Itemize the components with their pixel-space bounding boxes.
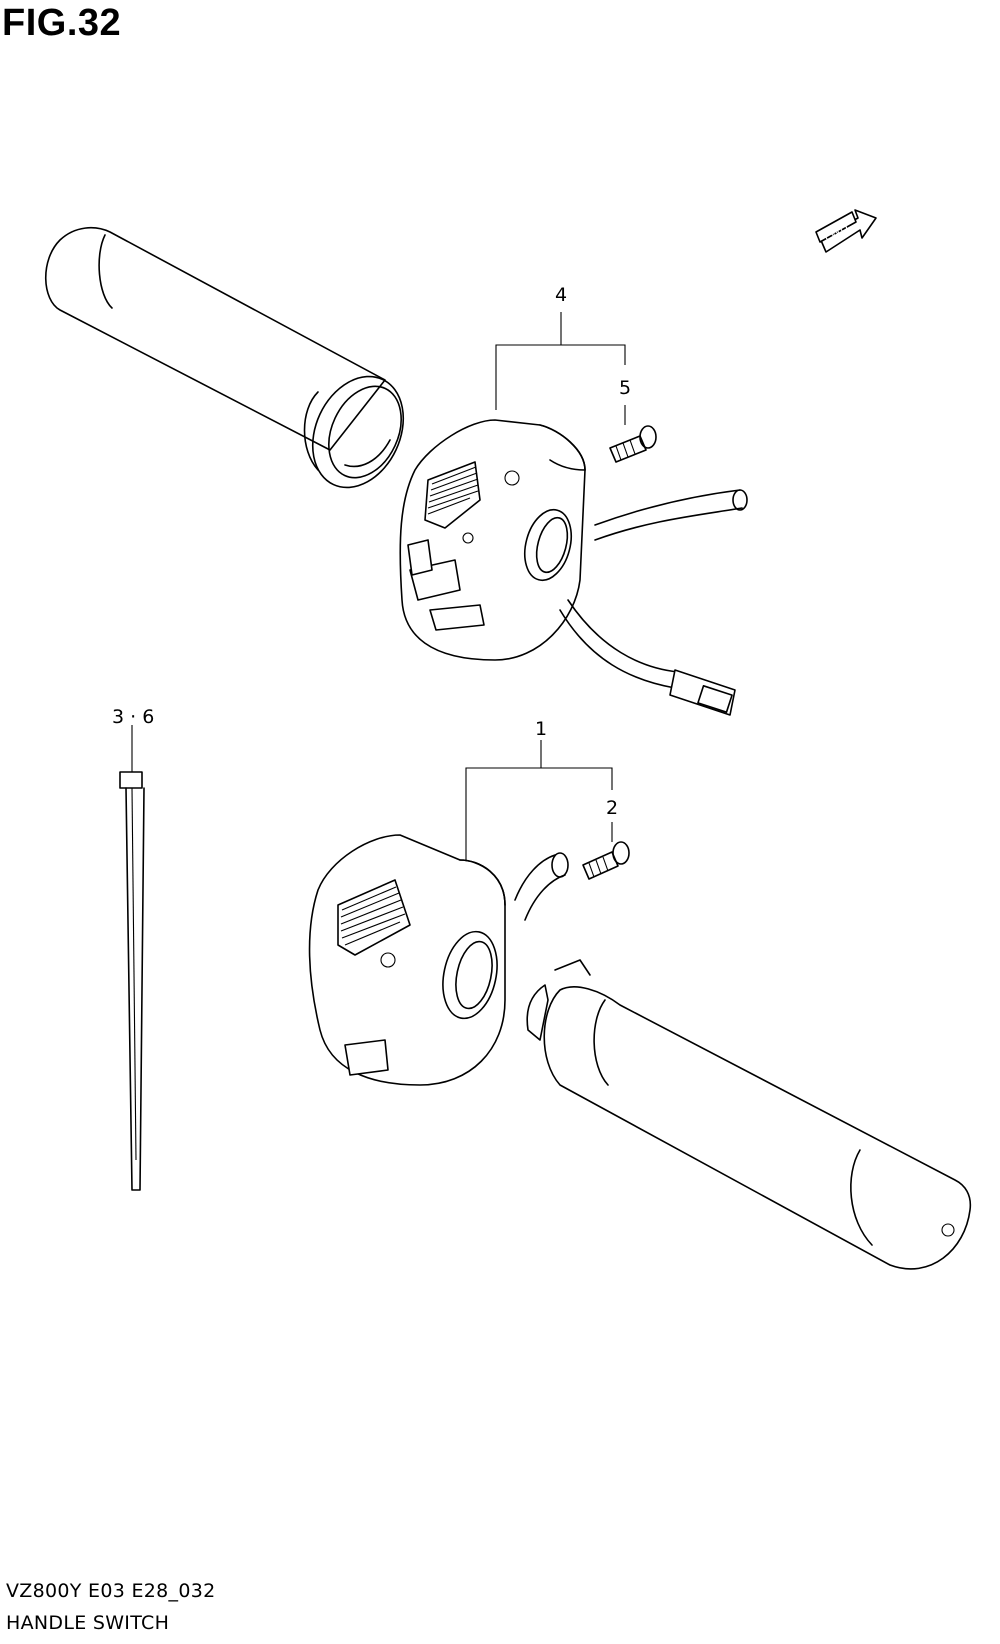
- figure-title: FIG.32: [2, 2, 122, 44]
- fwd-arrow-icon: FWD: [815, 209, 877, 253]
- screw-5: [609, 425, 657, 463]
- leader-lines: [131, 312, 626, 860]
- left-handle-switch: [399, 419, 748, 716]
- diagram-footer: VZ800Y E03 E28_032 HANDLE SWITCH: [6, 1575, 216, 1639]
- callout-1: 1: [535, 718, 547, 740]
- callout-2: 2: [606, 797, 618, 819]
- left-grip: [44, 226, 405, 489]
- screw-2: [582, 841, 630, 880]
- diagram-code: VZ800Y E03 E28_032: [6, 1580, 216, 1602]
- diagram-name: HANDLE SWITCH: [6, 1612, 170, 1634]
- callout-5: 5: [619, 377, 631, 399]
- callout-3-6: 3 · 6: [112, 706, 154, 728]
- cable-tie: [119, 771, 145, 1191]
- throttle-grip: [526, 959, 972, 1270]
- callout-4: 4: [555, 284, 567, 306]
- right-handle-switch: [308, 834, 569, 1086]
